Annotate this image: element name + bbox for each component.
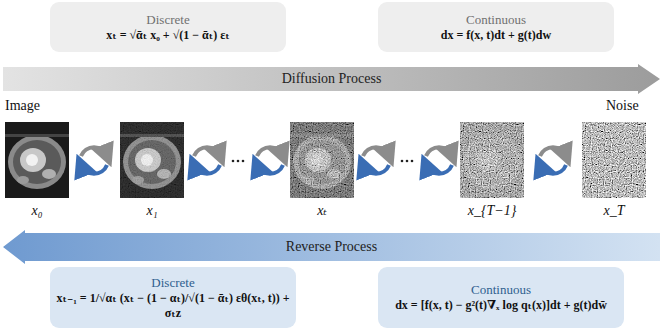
formula: dx = [f(x, t) − g²(t)∇ₓ log qₜ(x)]dt + g…	[395, 298, 607, 313]
formula: xₜ = √ᾱₜ x₀ + √(1 − ᾱₜ) εₜ	[106, 28, 230, 43]
process-arrow: Reverse Process	[3, 230, 660, 264]
process-label: Reverse Process	[286, 238, 377, 256]
image-x0	[5, 122, 69, 198]
formula-box: Continuousdx = [f(x, t) − g²(t)∇ₓ log qₜ…	[378, 267, 624, 328]
image-xT-1	[460, 122, 524, 198]
end-label: Noise	[606, 97, 639, 114]
step-label: x₀	[7, 202, 67, 219]
arrow-body	[3, 230, 660, 264]
step-label: xₜ	[292, 202, 352, 219]
box-heading: Discrete	[146, 12, 189, 28]
formula-box: Discretexₜ₋₁ = 1/√αₜ (xₜ − (1 − αₜ)/√(1 …	[50, 267, 296, 328]
formula-box: Discretexₜ = √ᾱₜ x₀ + √(1 − ᾱₜ) εₜ	[50, 2, 286, 52]
process-label: Diffusion Process	[282, 70, 382, 88]
formula: xₜ₋₁ = 1/√αₜ (xₜ − (1 − αₜ)/√(1 − ᾱₜ) εθ…	[56, 291, 290, 321]
formula: dx = f(x, t)dt + g(t)dw	[441, 28, 551, 43]
cycle-arrows	[81, 147, 566, 174]
box-heading: Continuous	[466, 12, 526, 28]
image-xt	[290, 122, 354, 198]
formula-box: Continuousdx = f(x, t)dt + g(t)dw	[378, 2, 614, 52]
box-heading: Discrete	[151, 275, 194, 291]
step-label: x_{T−1}	[457, 202, 527, 219]
ellipsis-dots	[232, 160, 414, 163]
process-arrow: Diffusion Process	[3, 64, 660, 94]
end-label: Image	[5, 97, 40, 114]
step-label: x_T	[584, 202, 644, 219]
step-label: x₁	[122, 202, 182, 219]
image-x1	[120, 122, 184, 198]
box-heading: Continuous	[471, 282, 531, 298]
arrow-body	[3, 64, 660, 94]
image-xT	[582, 122, 646, 198]
